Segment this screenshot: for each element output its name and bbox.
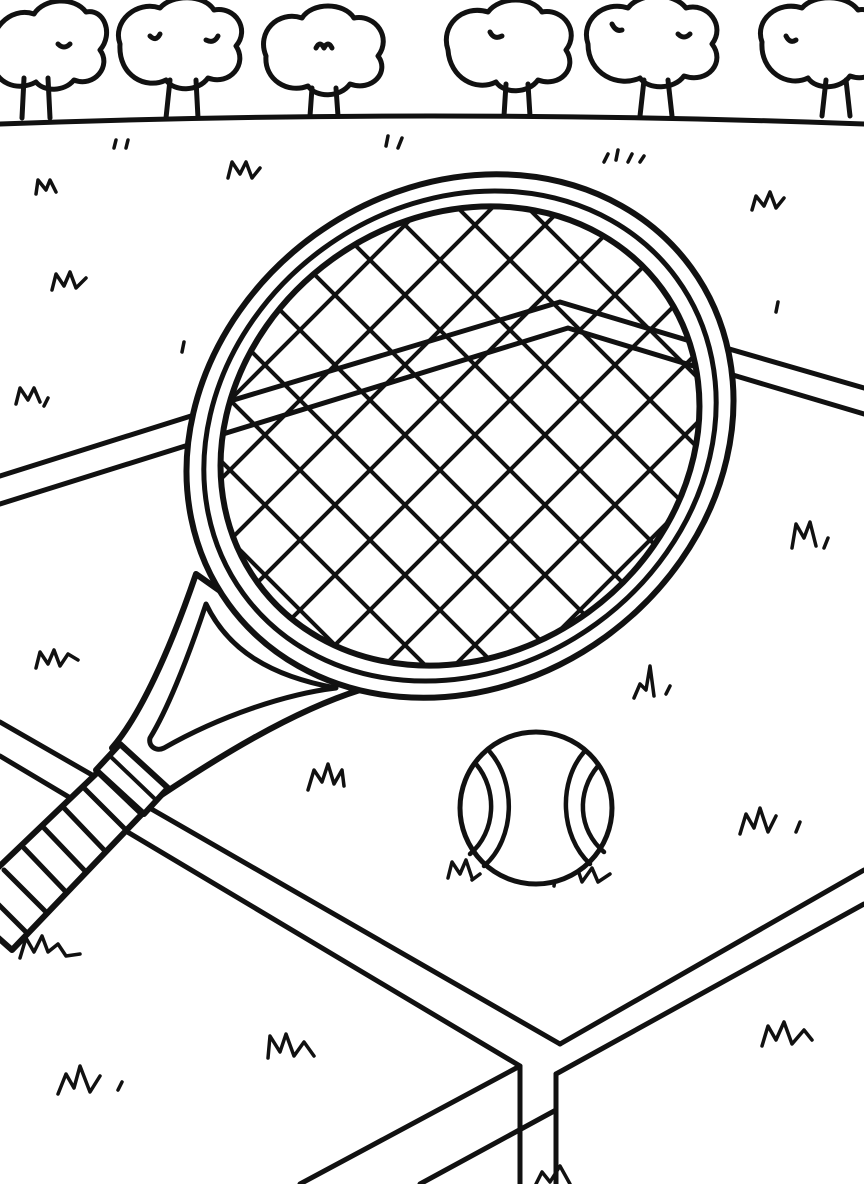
- grass-tuft-icon: [790, 520, 830, 550]
- grass-tuft-icon: [750, 190, 786, 212]
- tree-icon: [116, 0, 244, 121]
- grass-tuft-icon: [602, 148, 646, 164]
- grass-tuft-icon: [56, 1064, 124, 1096]
- grass-tuft-icon: [760, 1020, 814, 1048]
- handle-grip-wraps: [0, 785, 129, 935]
- grass-tuft-icon: [180, 340, 186, 354]
- grass-tuft-icon: [534, 1164, 572, 1184]
- grass-tuft-icon: [384, 134, 404, 150]
- grass-tuft-icon: [266, 1032, 316, 1060]
- grass-tuft-icon: [226, 160, 262, 180]
- tree-icon: [584, 0, 720, 119]
- grass-tuft-icon: [34, 648, 80, 670]
- grass-tuft-icon: [774, 300, 780, 314]
- tree-icon: [443, 0, 574, 119]
- grass-tuft-icon: [34, 178, 58, 196]
- grass-tuft-icon: [14, 386, 50, 408]
- horizon-line: [0, 113, 864, 127]
- tree-icon: [757, 0, 864, 119]
- grass-tuft-icon: [18, 934, 82, 960]
- tennis-ball-icon: [457, 729, 615, 887]
- tree-icon: [261, 3, 386, 119]
- grass-tuft-icon: [50, 270, 88, 292]
- grass-tuft-icon: [738, 806, 802, 836]
- grass-tuft-icon: [446, 858, 482, 882]
- grass-tuft-icon: [112, 138, 130, 150]
- grass-tuft-icon: [632, 664, 672, 700]
- tree-icon: [0, 0, 110, 121]
- tree-line: [0, 0, 864, 121]
- grass-tuft-icon: [306, 762, 346, 792]
